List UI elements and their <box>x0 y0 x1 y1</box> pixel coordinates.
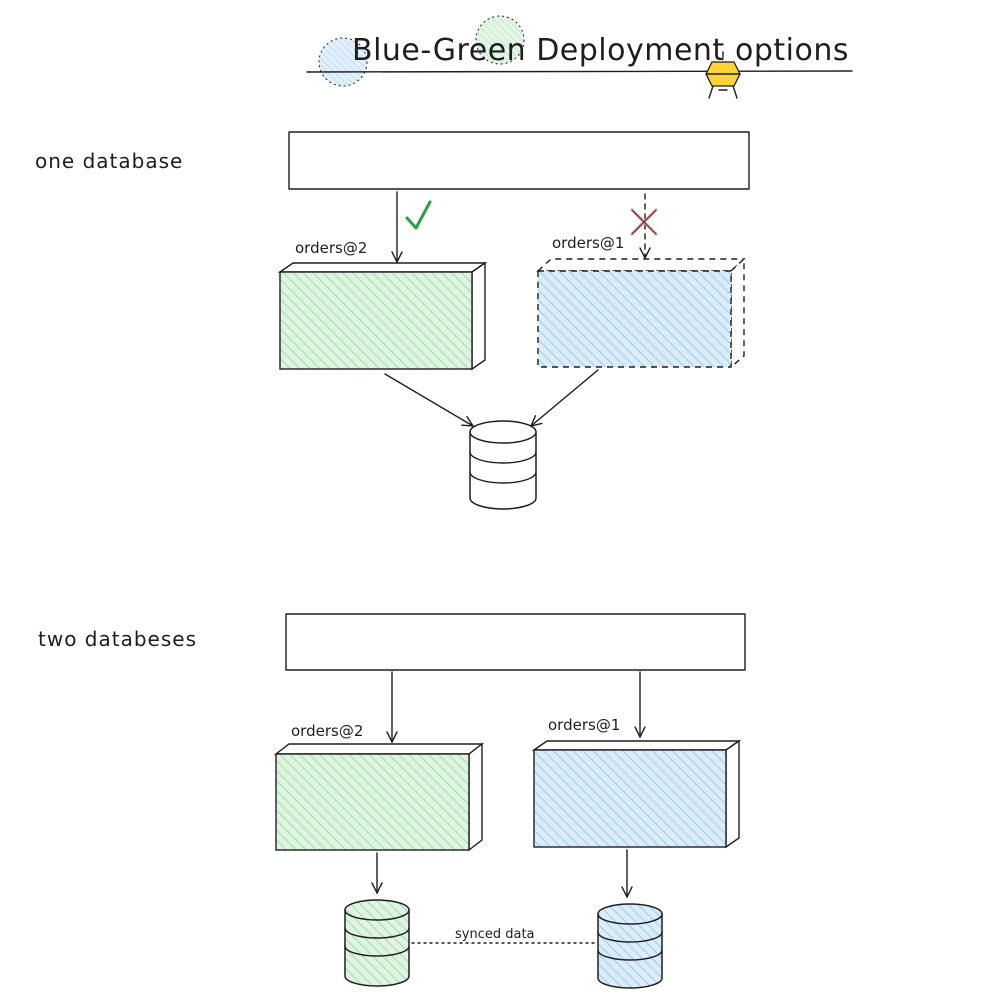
title-underline <box>306 70 853 73</box>
service-label-blue: orders@1 <box>548 716 620 734</box>
service-box-green <box>277 261 488 371</box>
database-icon <box>344 899 410 987</box>
load-balancer-box <box>288 131 750 190</box>
section-one-database: one database orders@2 orders@1 <box>35 131 750 510</box>
title-blue-circle <box>318 37 368 87</box>
service-box-blue-inactive <box>536 257 746 369</box>
service-label-green: orders@2 <box>291 722 363 740</box>
section-label: one database <box>35 149 183 173</box>
sync-label: synced data <box>455 927 535 942</box>
db-arrow-green <box>384 373 473 426</box>
title-group: Blue-Green Deployment options <box>306 15 853 99</box>
load-balancer-box <box>285 613 746 671</box>
db-arrow-blue <box>531 369 599 426</box>
database-icon <box>597 903 663 989</box>
lightbulb-icon <box>705 51 741 99</box>
page-title-suffix: options <box>735 33 849 68</box>
check-icon <box>405 200 432 230</box>
service-box-green <box>273 742 485 852</box>
page-title: Blue-Green Deployment <box>352 33 725 68</box>
service-label-blue: orders@1 <box>552 234 624 252</box>
title-green-circle <box>475 15 525 65</box>
service-label-green: orders@2 <box>295 239 367 257</box>
database-icon <box>469 420 537 510</box>
section-two-databases: two databeses orders@2 orders@1 <box>38 613 746 989</box>
cross-icon <box>630 208 658 236</box>
section-label: two databeses <box>38 627 197 651</box>
service-box-blue <box>531 739 742 849</box>
